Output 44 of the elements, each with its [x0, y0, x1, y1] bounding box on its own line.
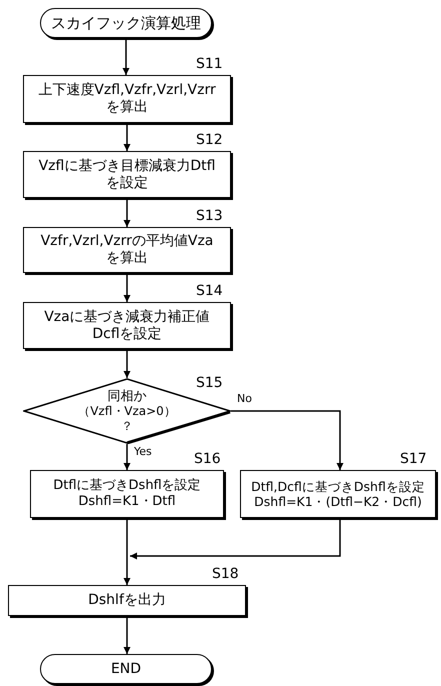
- step-label: S18: [212, 566, 239, 582]
- step-label: S14: [196, 283, 223, 299]
- edge-label: No: [236, 392, 253, 405]
- arrow: [124, 198, 130, 227]
- arrow: [124, 273, 130, 302]
- step-label: S11: [196, 56, 223, 72]
- node-text: Dtflに基づきDshflを設定: [53, 478, 201, 494]
- process-box: [23, 151, 231, 198]
- node-text: スカイフック演算処理: [51, 14, 201, 32]
- step-label: S15: [196, 375, 223, 391]
- node-text: Dtfl,Dcflに基づきDshflを設定: [251, 479, 425, 494]
- node-text: ？: [121, 418, 133, 434]
- node-text: （Vzfl・Vza>0）: [78, 404, 176, 419]
- node-text: Vzfr,Vzrl,Vzrrの平均値Vzaを算出: [40, 233, 214, 267]
- process-box: [240, 470, 436, 518]
- node-text: Dshlfを出力: [88, 592, 166, 609]
- arrow: [124, 123, 130, 151]
- node-text: Dshfl=K1・(Dtfl−K2・Dcfl): [254, 494, 422, 509]
- process-box: [30, 470, 224, 518]
- edge-label: Yes: [133, 445, 153, 458]
- process-box: [23, 75, 231, 123]
- step-label: S12: [196, 132, 223, 148]
- arrow: [124, 349, 130, 378]
- process-box: [8, 585, 246, 616]
- node-text: 同相か: [108, 388, 146, 404]
- node-text: 上下速度Vzfl,Vzfr,Vzrl,Vzrrを算出: [38, 82, 216, 116]
- arrow: [124, 444, 130, 470]
- step-label: S16: [194, 451, 221, 467]
- terminal-node: [40, 654, 212, 684]
- process-box: [23, 302, 231, 349]
- arrow: [124, 616, 130, 654]
- arrow: [122, 38, 130, 75]
- node-text: Vzaに基づき減衰力補正値Dcflを設定: [43, 308, 211, 342]
- process-box: [23, 227, 231, 273]
- terminal-node: [40, 8, 212, 38]
- decision-diamond: [23, 378, 231, 444]
- arrow: [130, 518, 341, 560]
- node-text: Vzflに基づき目標減衰力Dtflを設定: [38, 158, 216, 192]
- node-text: Dshfl=K1・Dtfl: [78, 494, 176, 510]
- arrow: [231, 410, 344, 470]
- node-text: END: [110, 660, 142, 678]
- arrow: [124, 518, 130, 585]
- step-label: S13: [196, 208, 223, 224]
- step-label: S17: [400, 451, 427, 467]
